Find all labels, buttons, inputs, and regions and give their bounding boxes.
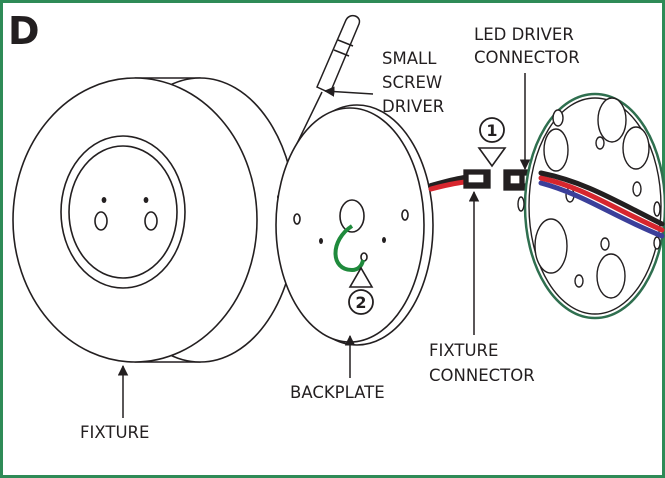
leader-lines [117,73,531,418]
screwdriver-label-line-2: SCREW [382,73,442,92]
led-driver-label-line-1: LED DRIVER [474,25,574,44]
screwdriver-leader [323,86,374,97]
fixture-connector-drawing [463,169,491,189]
fixture-drawing [12,77,297,363]
step-2-label: 2 [355,293,366,312]
screwdriver-label-line-3: DRIVER [382,97,444,116]
ground-wire [333,224,365,273]
screwdriver-label-line-1: SMALL [382,49,437,68]
junction-box-drawing [517,92,665,320]
fixture-connector-label-line-2: CONNECTOR [429,366,535,385]
step-1-label: 1 [486,121,497,140]
panel-letter: D [8,9,40,53]
labels: SMALL SCREW DRIVER LED DRIVER CONNECTOR … [80,25,580,442]
backplate-label: BACKPLATE [290,383,385,402]
step-1-marker: 1 [477,117,507,168]
fixture-label: FIXTURE [80,423,149,442]
fixture-connector-label-line-1: FIXTURE [429,341,498,360]
led-driver-label-line-2: CONNECTOR [474,48,580,67]
step-2-marker: 2 [348,266,374,315]
junction-box-wires [538,170,665,239]
backplate-center-hole [339,199,365,233]
connector-wires [428,175,468,192]
